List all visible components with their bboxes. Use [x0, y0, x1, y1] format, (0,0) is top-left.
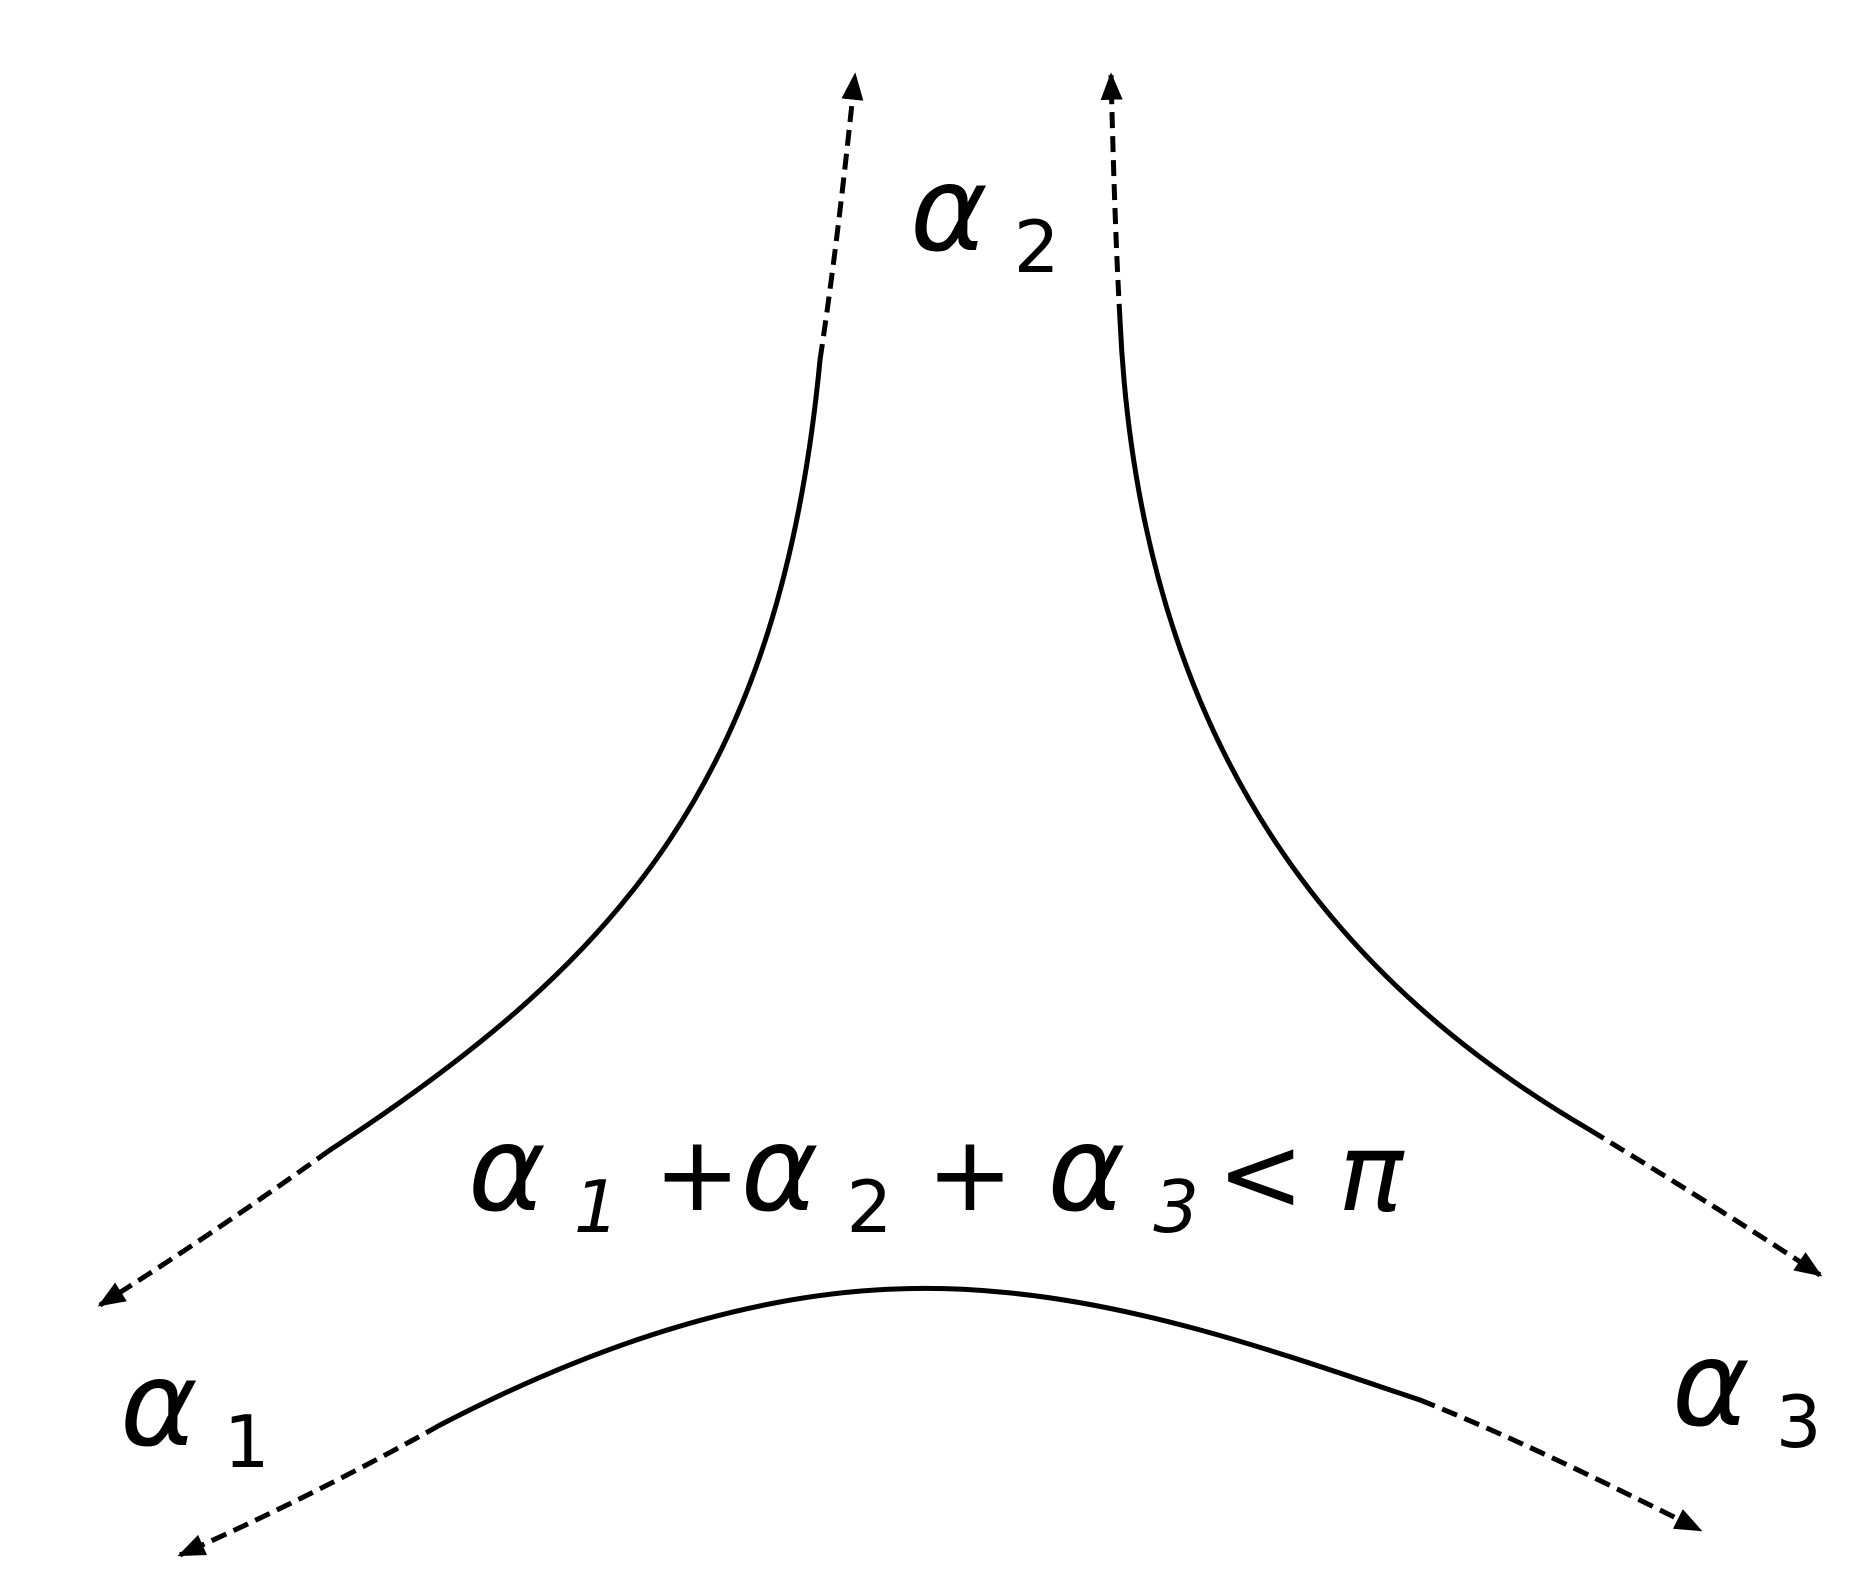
formula-alpha-1-index: 1 [573, 1165, 620, 1249]
left-side-dashed-lower [97, 1147, 332, 1308]
left-side-curve [97, 72, 864, 1308]
right-side-dashed-lower [1588, 1127, 1823, 1278]
bottom-side-dashed-left [177, 1422, 442, 1558]
left-side-dashed-upper [817, 72, 864, 361]
formula-pi: π [1338, 1111, 1404, 1236]
bottom-side-dashed-right [1419, 1397, 1703, 1533]
right-side-curve [1100, 72, 1823, 1278]
bottom-side-solid [437, 1285, 1423, 1428]
formula-alpha-1-symbol: α [468, 1100, 546, 1238]
formula-alpha-2-symbol: α [740, 1100, 819, 1238]
alpha-1-index: 1 [223, 1400, 270, 1484]
formula-alpha-2-index: 2 [846, 1165, 893, 1249]
formula-less-than: < [1217, 1113, 1305, 1235]
formula-plus-2: + [926, 1113, 1014, 1235]
alpha-1-symbol: α [120, 1335, 198, 1473]
right-side-dashed-upper [1100, 72, 1123, 321]
alpha-3-index: 3 [1775, 1380, 1822, 1464]
left-side-solid [327, 357, 823, 1153]
formula-plus-1: + [653, 1113, 741, 1235]
bottom-side-curve [177, 1285, 1703, 1558]
formula-alpha-3-symbol: α [1047, 1100, 1126, 1238]
right-side-solid [1117, 317, 1593, 1133]
formula-alpha-3-index: 3 [1153, 1165, 1200, 1249]
alpha-2-symbol: α [910, 140, 988, 278]
alpha-2-index: 2 [1013, 205, 1060, 289]
alpha-3-symbol: α [1672, 1315, 1750, 1453]
